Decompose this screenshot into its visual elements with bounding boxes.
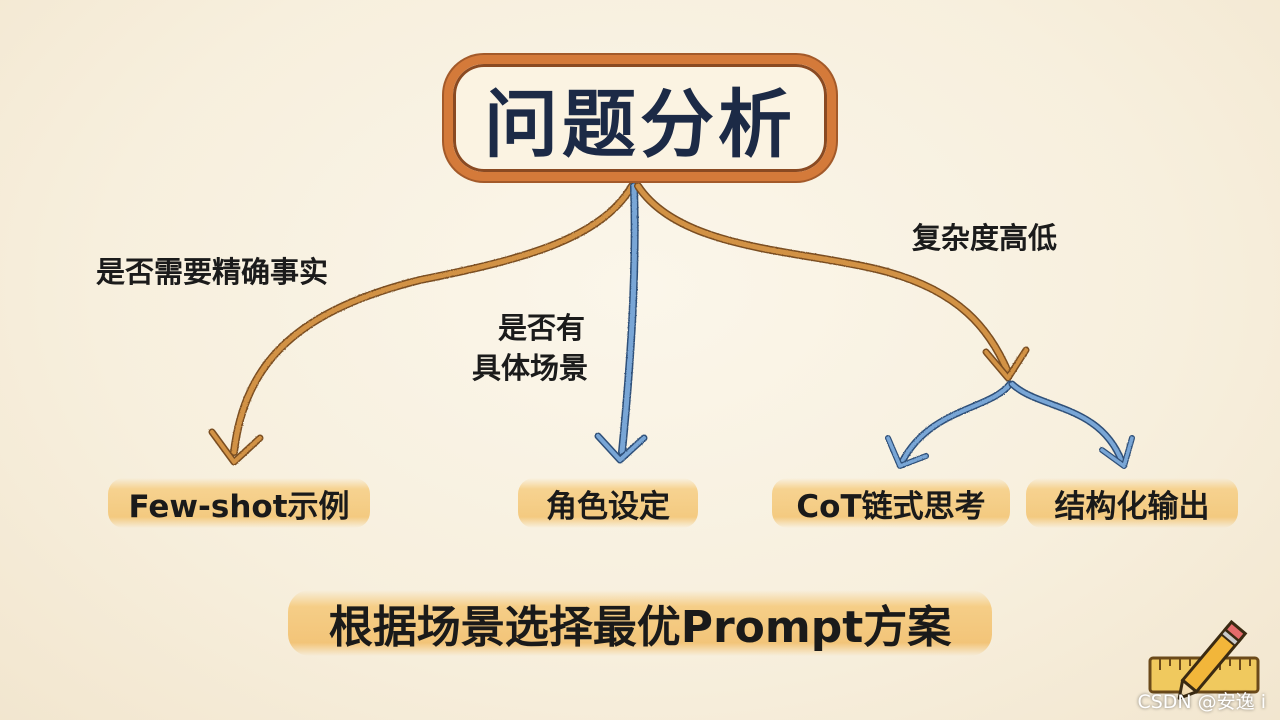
watermark: CSDN @安逸 i	[1137, 691, 1266, 713]
leaf-cot-label: CoT链式思考	[796, 488, 986, 525]
edge-split-cot	[885, 380, 1014, 469]
root-title: 问题分析	[484, 81, 796, 168]
edge-label-scenario-line1: 是否有	[498, 311, 586, 345]
edge-precise-facts	[208, 182, 636, 466]
summary-banner: 根据场景选择最优Prompt方案	[288, 590, 992, 656]
edge-label-precise-facts: 是否需要精确事实	[96, 255, 329, 289]
edge-complexity	[634, 182, 1030, 382]
edge-label-complexity: 复杂度高低	[912, 221, 1058, 255]
edge-concrete-scenario	[594, 182, 648, 464]
leaf-structured-output: 结构化输出	[1026, 478, 1238, 528]
leaf-structured-output-label: 结构化输出	[1054, 488, 1210, 525]
edge-split-structured	[1008, 380, 1135, 469]
leaf-role-setting: 角色设定	[518, 478, 698, 528]
edge-label-scenario-line2: 具体场景	[472, 351, 589, 385]
pencil-ruler-icon	[1148, 619, 1260, 700]
leaf-few-shot: Few-shot示例	[108, 478, 370, 528]
leaf-cot: CoT链式思考	[772, 478, 1010, 528]
root-node: 问题分析	[444, 55, 836, 181]
leaf-few-shot-label: Few-shot示例	[128, 488, 350, 525]
summary-text: 根据场景选择最优Prompt方案	[328, 602, 952, 653]
leaf-role-setting-label: 角色设定	[546, 488, 670, 525]
